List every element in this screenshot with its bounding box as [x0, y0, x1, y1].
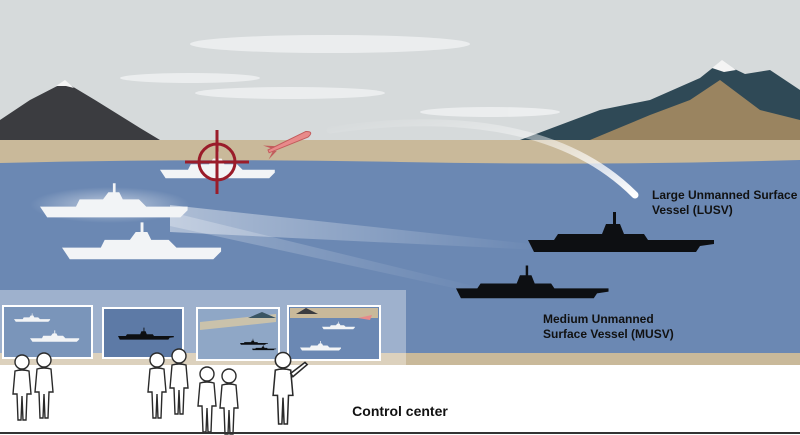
lusv-label-line2: Vessel (LUSV) [652, 203, 733, 217]
musv-label: Medium Unmanned Surface Vessel (MUSV) [543, 312, 674, 342]
operators [12, 348, 309, 435]
monitor-screen-icon [102, 307, 184, 359]
mountain-icon [520, 60, 800, 140]
lusv-label: Large Unmanned Surface Vessel (LUSV) [652, 188, 797, 218]
sensor-beam [170, 205, 540, 250]
sensor-beam [170, 212, 490, 296]
person-icon [272, 351, 309, 425]
musv-label-line1: Medium Unmanned [543, 312, 654, 326]
control-center-label: Control center [352, 403, 448, 419]
missile-icon [262, 130, 312, 160]
lusv-label-line1: Large Unmanned Surface [652, 188, 798, 202]
musv-label-line2: Surface Vessel (MUSV) [543, 327, 674, 341]
monitor-screen-icon [287, 305, 381, 361]
mountain-icon [0, 80, 160, 140]
missile-trail [326, 119, 639, 199]
monitor-screen-icon [2, 305, 93, 359]
target-reticle-icon [185, 130, 249, 194]
ground [0, 365, 800, 435]
monitor-screen-icon [196, 307, 280, 361]
clouds [120, 35, 560, 117]
